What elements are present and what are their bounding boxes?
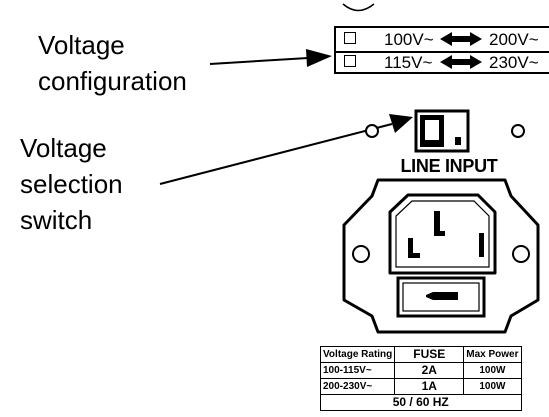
voltage-high-value: 230V~ (489, 53, 539, 72)
voltage-option-100-200: 100V~ 200V~ (336, 28, 549, 53)
table-row: 200-230V~ 1A 100W (319, 378, 522, 395)
cell-max-power: 100W (463, 362, 522, 379)
inlet-right-mount-hole-icon (512, 245, 530, 263)
right-screw-icon (511, 124, 525, 138)
panel-arc-fragment (342, 3, 375, 12)
voltage-configuration-box: 100V~ 200V~ 115V~ 230V~ (334, 26, 549, 74)
ground-pin-icon (434, 211, 445, 236)
cell-voltage-rating: 200-230V~ (319, 378, 396, 395)
line-input-title: LINE INPUT (400, 156, 498, 176)
voltage-configuration-label: Voltage configuration (38, 27, 187, 99)
inlet-left-mount-hole-icon (352, 245, 370, 263)
voltage-high-value: 200V~ (489, 30, 539, 49)
fuse-drawer-inner-rim (402, 282, 480, 312)
neutral-pin-icon (479, 233, 484, 257)
table-row: 100-115V~ 2A 100W (319, 362, 522, 379)
cell-fuse: 2A (394, 362, 465, 379)
header-max-power: Max Power (463, 346, 522, 363)
cell-voltage-rating: 100-115V~ (319, 362, 396, 379)
voltage-configuration-label-line-1: Voltage (38, 30, 125, 60)
rating-table-footer-row: 50 / 60 HZ (320, 394, 522, 411)
double-arrow-icon (440, 32, 482, 46)
voltage-selection-switch-label-line-1: Voltage (20, 133, 107, 163)
voltage-option-115-230: 115V~ 230V~ (336, 51, 549, 74)
left-screw-icon (365, 124, 379, 138)
voltage-selection-switch-label-line-3: switch (20, 205, 93, 235)
rating-table: Voltage Rating FUSE Max Power 100-115V~ … (319, 346, 522, 411)
header-voltage-rating: Voltage Rating (319, 346, 396, 363)
voltage-low-value: 100V~ (384, 30, 434, 49)
voltage-selection-switch-label-line-2: selection (20, 169, 123, 199)
voltage-checkbox-115-230[interactable] (344, 55, 356, 67)
fuse-drawer-tab-icon (426, 292, 458, 300)
voltage-configuration-label-line-2: configuration (38, 66, 187, 96)
double-arrow-icon (440, 55, 482, 69)
voltage-selection-switch-label: Voltage selection switch (20, 130, 123, 238)
rating-table-header-row: Voltage Rating FUSE Max Power (319, 346, 522, 363)
header-fuse: FUSE (394, 346, 465, 363)
iec-power-inlet (342, 178, 540, 334)
voltage-checkbox-100-200[interactable] (344, 32, 356, 44)
cell-max-power: 100W (463, 378, 522, 395)
voltage-configuration-arrow (209, 49, 332, 67)
cell-fuse: 1A (394, 378, 465, 395)
voltage-low-value: 115V~ (384, 53, 433, 72)
line-pin-icon (408, 238, 420, 258)
iec-socket-inner-rim (395, 200, 490, 268)
voltage-selection-switch[interactable] (414, 109, 470, 153)
frequency-cell: 50 / 60 HZ (320, 394, 522, 411)
voltage-selection-switch-arrow (159, 114, 413, 185)
